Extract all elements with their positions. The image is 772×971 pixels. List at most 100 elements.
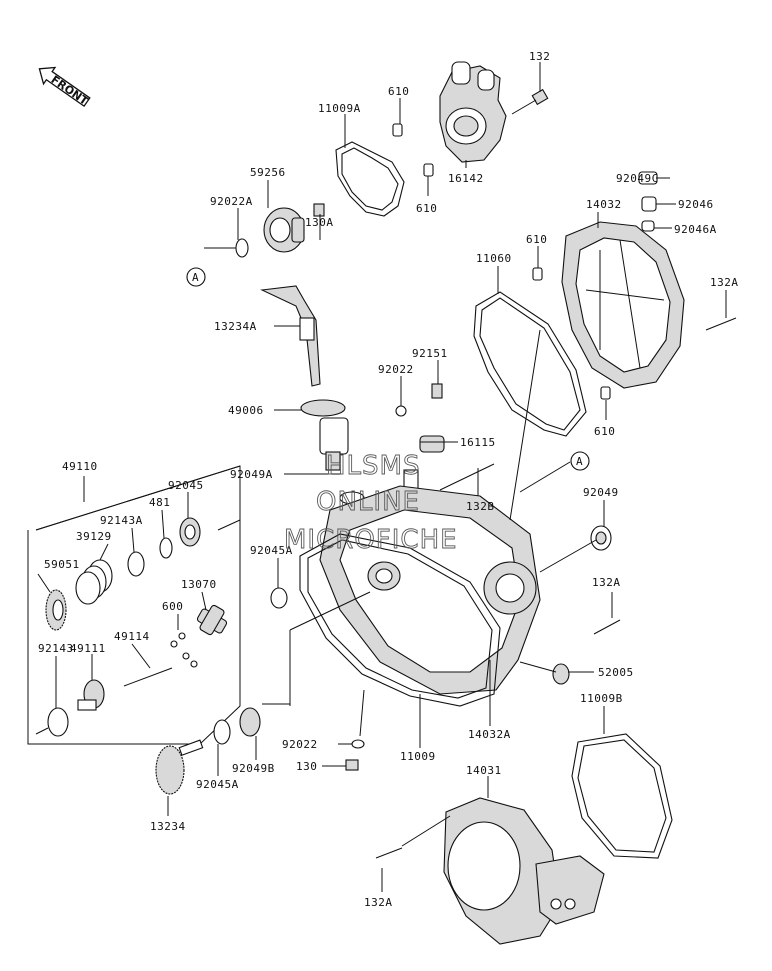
gasket-11060 (473, 291, 587, 437)
oil-seal-92049-inner (595, 531, 607, 545)
washer-92022a (235, 238, 249, 258)
label-92046a: 92046A (674, 223, 717, 236)
bearing-92045-inner (184, 524, 196, 540)
dowel-pin-610-c (532, 267, 543, 281)
dowel-pin-610-b (423, 163, 434, 177)
label-59051: 59051 (44, 558, 80, 571)
ref-mark-a-right: A (570, 451, 590, 471)
label-132a-right: 132A (710, 276, 739, 289)
bolt-130 (345, 759, 359, 771)
washer-92143a (127, 551, 145, 577)
label-11060: 11060 (476, 252, 512, 265)
label-92049: 92049 (583, 486, 619, 499)
gear-59051 (45, 589, 67, 631)
front-label: FRONT (49, 73, 91, 108)
label-52005: 52005 (598, 666, 634, 679)
gasket-11009-inner (307, 539, 493, 699)
dowel-pin-610-a (392, 123, 403, 137)
watermark-line-3: MICROFICHE (284, 525, 458, 555)
label-92045: 92045 (168, 479, 204, 492)
shaft-49111 (77, 679, 105, 711)
front-arrow-icon: FRONT (38, 66, 91, 108)
plug-92046 (641, 196, 657, 212)
label-132b: 132B (466, 500, 495, 513)
gasket-11009b (571, 733, 673, 859)
label-14032: 14032 (586, 198, 622, 211)
generator-cover-14031 (443, 797, 605, 945)
label-39129: 39129 (76, 530, 112, 543)
gasket-11009 (299, 533, 501, 707)
label-92022: 92022 (378, 363, 414, 376)
label-92022-bottom: 92022 (282, 738, 318, 751)
label-92049a: 92049A (230, 468, 273, 481)
seal-92143 (47, 707, 69, 737)
water-pump-cover-16142 (439, 61, 507, 163)
label-610-d: 610 (594, 425, 615, 438)
label-92143a: 92143A (100, 514, 143, 527)
label-11009: 11009 (400, 750, 436, 763)
label-92022a: 92022A (210, 195, 253, 208)
label-16142: 16142 (448, 172, 484, 185)
impeller-59256 (263, 207, 305, 253)
label-132a-bottom: 132A (364, 896, 393, 909)
watermark-line-1: HLSMS (326, 451, 420, 481)
bolt-132b (439, 463, 495, 491)
gear-13234 (155, 739, 204, 795)
label-610-c: 610 (526, 233, 547, 246)
label-14032a: 14032A (468, 728, 511, 741)
label-49111: 49111 (70, 642, 106, 655)
label-481: 481 (149, 496, 170, 509)
clutch-cover-14032 (561, 221, 685, 389)
ref-mark-a-right-label: A (576, 455, 583, 468)
dowel-pin-610-d (600, 386, 611, 400)
label-92049b: 92049B (232, 762, 275, 775)
oil-seal-92045a (270, 587, 288, 609)
plug-92046a (641, 220, 655, 232)
bolt-132a-right (705, 317, 737, 331)
label-92046: 92046 (678, 198, 714, 211)
governor-49006 (300, 399, 349, 471)
watermark-line-2: ONLINE (316, 487, 420, 517)
label-92045a: 92045A (250, 544, 293, 557)
balls-600 (170, 632, 198, 668)
label-130a: 130A (305, 216, 334, 229)
label-610-b: 610 (416, 202, 437, 215)
bolt-130a (313, 203, 325, 217)
gasket-11009a (335, 141, 405, 217)
bolt-132-top (511, 88, 549, 115)
circlip-481 (159, 537, 173, 559)
washer-92022 (395, 405, 407, 417)
plug-52005 (552, 663, 570, 685)
shaft-49114 (123, 667, 173, 687)
gasket-11009b-inner (577, 739, 667, 853)
ref-mark-a-left-label: A (192, 271, 199, 284)
leader-lines (35, 62, 727, 892)
spring-39129 (75, 559, 113, 605)
cross-13070 (196, 604, 228, 636)
label-92049c: 92049C (616, 172, 659, 185)
label-49114: 49114 (114, 630, 150, 643)
label-600: 600 (162, 600, 183, 613)
watermark: HLSMS ONLINE MICROFICHE (284, 451, 458, 556)
bolt-132a-middle (593, 619, 621, 635)
washer-92022-bottom (351, 739, 365, 749)
label-49006: 49006 (228, 404, 264, 417)
label-59256: 59256 (250, 166, 286, 179)
label-11009a: 11009A (318, 102, 361, 115)
label-13070: 13070 (181, 578, 217, 591)
bolt-92151 (431, 383, 443, 399)
shaft-13234a (260, 285, 321, 387)
label-13234: 13234 (150, 820, 186, 833)
bearing-92045a-bottom (213, 719, 231, 745)
label-130: 130 (296, 760, 317, 773)
crankcase-cover-14032a (319, 485, 541, 695)
label-132-top: 132 (529, 50, 550, 63)
label-11009b: 11009B (580, 692, 623, 705)
ref-mark-a-left: A (186, 267, 206, 287)
label-16115: 16115 (460, 436, 496, 449)
label-92143: 92143 (38, 642, 74, 655)
bearing-92049b (239, 707, 261, 737)
gasket-11009a-inner (341, 147, 399, 211)
